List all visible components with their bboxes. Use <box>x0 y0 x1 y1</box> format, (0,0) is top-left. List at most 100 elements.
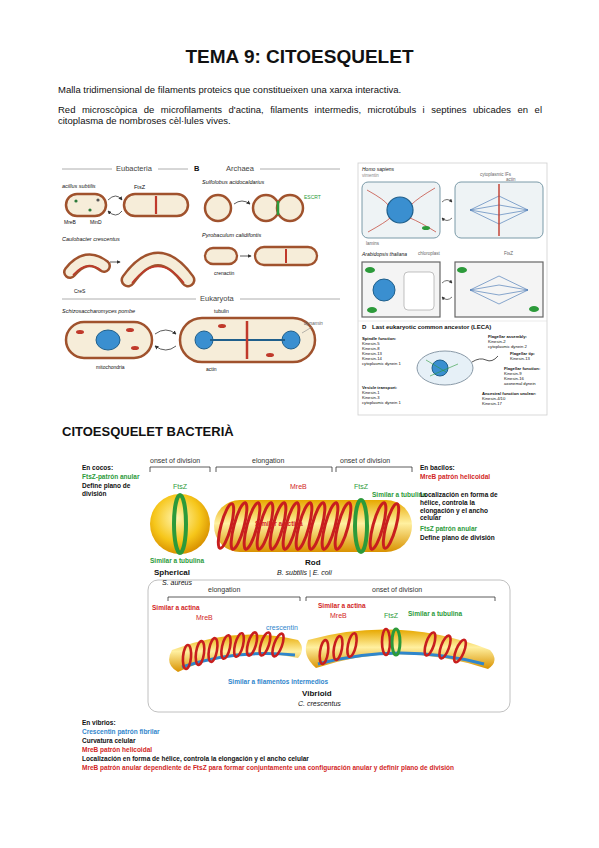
rod-cell <box>214 500 412 552</box>
figure-label: FtsZ <box>504 251 513 256</box>
figure-label: Kinesin-13 <box>362 351 382 356</box>
escrt-ring <box>277 201 280 215</box>
figure-label: Schizosaccharomyces pombe <box>62 308 135 315</box>
annotation-text: Similar a actina <box>255 520 303 528</box>
annotation-text: MreB patrón helicoidal <box>420 473 510 481</box>
figure-label: chloroplast <box>418 251 440 256</box>
archaeal-cell <box>205 195 231 221</box>
figure-label: Last eukaryotic common ancestor (LECA) <box>372 324 491 331</box>
bacillus-cell <box>66 194 106 216</box>
archaeal-cell <box>277 195 303 221</box>
annotation-text: crescentin <box>266 624 298 632</box>
annotation-text: elongation <box>208 586 240 594</box>
annotation-text: onset of division <box>150 457 200 465</box>
figure-label: vimentin <box>362 173 379 178</box>
header-rule <box>62 299 196 300</box>
mreb-helix <box>182 629 468 669</box>
header-rule <box>62 169 112 170</box>
figure-label: Flagellar function: <box>504 366 540 371</box>
annotation-text: Define plano de división <box>82 482 144 498</box>
figure-label: Spindle function: <box>362 336 396 341</box>
coccus-cell <box>150 494 210 554</box>
archaeal-cell <box>255 247 317 265</box>
yeast-cell <box>66 322 152 358</box>
crenactin-ring <box>285 249 287 263</box>
leca-cell <box>417 351 473 385</box>
figure-label: Ancestral function unclear: <box>482 391 536 396</box>
figure-label: Homo sapiens <box>362 166 394 172</box>
mitotic-spindle <box>470 276 528 304</box>
stage-bracket <box>168 597 300 601</box>
annotation-text: elongation <box>252 457 284 465</box>
annotation-text: FtsZ <box>173 483 187 491</box>
mitochondrion <box>266 353 274 357</box>
cycle-arrow <box>110 262 120 263</box>
header-rule <box>240 299 340 300</box>
vacuole <box>404 272 434 310</box>
annotation-text: Similar a actina <box>318 602 366 610</box>
cycle-arrow <box>155 330 176 334</box>
vibrioid-panel <box>148 580 510 712</box>
figure-label: Eubacteria <box>116 164 152 173</box>
figure-label: lamins <box>366 241 379 246</box>
annotation-text: Vibrioid <box>302 689 332 699</box>
chloroplast <box>365 267 375 273</box>
nucleus <box>432 360 448 376</box>
figure-label: Kinesin-8 <box>362 346 379 351</box>
figure-label: Kinesin-9 <box>504 371 521 376</box>
nucleus <box>96 330 120 350</box>
annotation-text: En cocos: <box>82 464 113 472</box>
figure-label: Kinesin-3 <box>362 395 379 400</box>
figure-label: Eukaryota <box>200 294 234 303</box>
evolution-figure <box>358 163 547 415</box>
annotation-text: FtsZ <box>354 483 368 491</box>
figure-label: ESCRT <box>304 194 321 200</box>
flagellum <box>472 356 498 362</box>
ftsz-ring <box>392 629 400 655</box>
figure-label: axonemal dynein <box>504 381 536 386</box>
figure-frame <box>358 163 547 415</box>
header-rule <box>158 169 188 170</box>
figure-label: actin <box>506 177 516 182</box>
annotation-text: MreB patrón helicoidal <box>82 746 152 754</box>
annotation-text: Similar a tubulina <box>150 557 204 565</box>
figure-label: B <box>194 164 199 173</box>
bacillus-cell <box>124 194 188 216</box>
mreb-dot <box>74 199 77 202</box>
cycle-arrow <box>442 297 452 300</box>
figure-label: Kinesin-4/10 <box>482 396 505 401</box>
intermediate-filaments <box>367 188 436 232</box>
actin-ring <box>246 321 249 359</box>
stage-bracket <box>306 597 495 601</box>
annotation-text: MreB patrón anular dependiente de FtsZ p… <box>82 764 454 772</box>
human-cell <box>362 182 440 238</box>
section-heading: CITOESQUELET BACTERIÀ <box>62 424 234 440</box>
annotation-text: Similar a actina <box>152 604 200 612</box>
bacterial-cytoskeleton-figure <box>148 467 510 712</box>
annotation-text: S. aureus <box>162 579 192 587</box>
annotation-text: Similar a filamentos intermedios <box>228 678 328 686</box>
cres-filament <box>132 267 184 284</box>
mitochondrion <box>422 226 430 230</box>
figure-label: crenactin <box>214 270 234 276</box>
figure-label: Vesicle transport: <box>362 385 397 390</box>
figure-label: Kinesin-13 <box>510 356 530 361</box>
figure-label: mitochondria <box>96 364 125 370</box>
stage-bracket <box>150 467 210 472</box>
annotation-text: FtsZ <box>384 612 398 620</box>
chloroplast <box>367 307 377 313</box>
microtubules <box>426 360 458 376</box>
figure-label: Pyrobaculum calidifontis <box>202 232 261 239</box>
cycle-arrow <box>108 211 122 215</box>
annotation-text: En vibrios: <box>82 719 116 727</box>
archaeal-cell <box>205 248 237 264</box>
figure-label: tubulin <box>214 308 229 314</box>
cycle-arrow <box>234 201 250 204</box>
yeast-cell <box>180 318 315 362</box>
figure-label: MinD <box>90 219 102 225</box>
chloroplast <box>529 306 539 312</box>
figure-label: cytoplasmic dynein 1 <box>362 361 401 366</box>
stage-bracket <box>336 467 412 472</box>
cycle-arrow <box>155 346 176 350</box>
